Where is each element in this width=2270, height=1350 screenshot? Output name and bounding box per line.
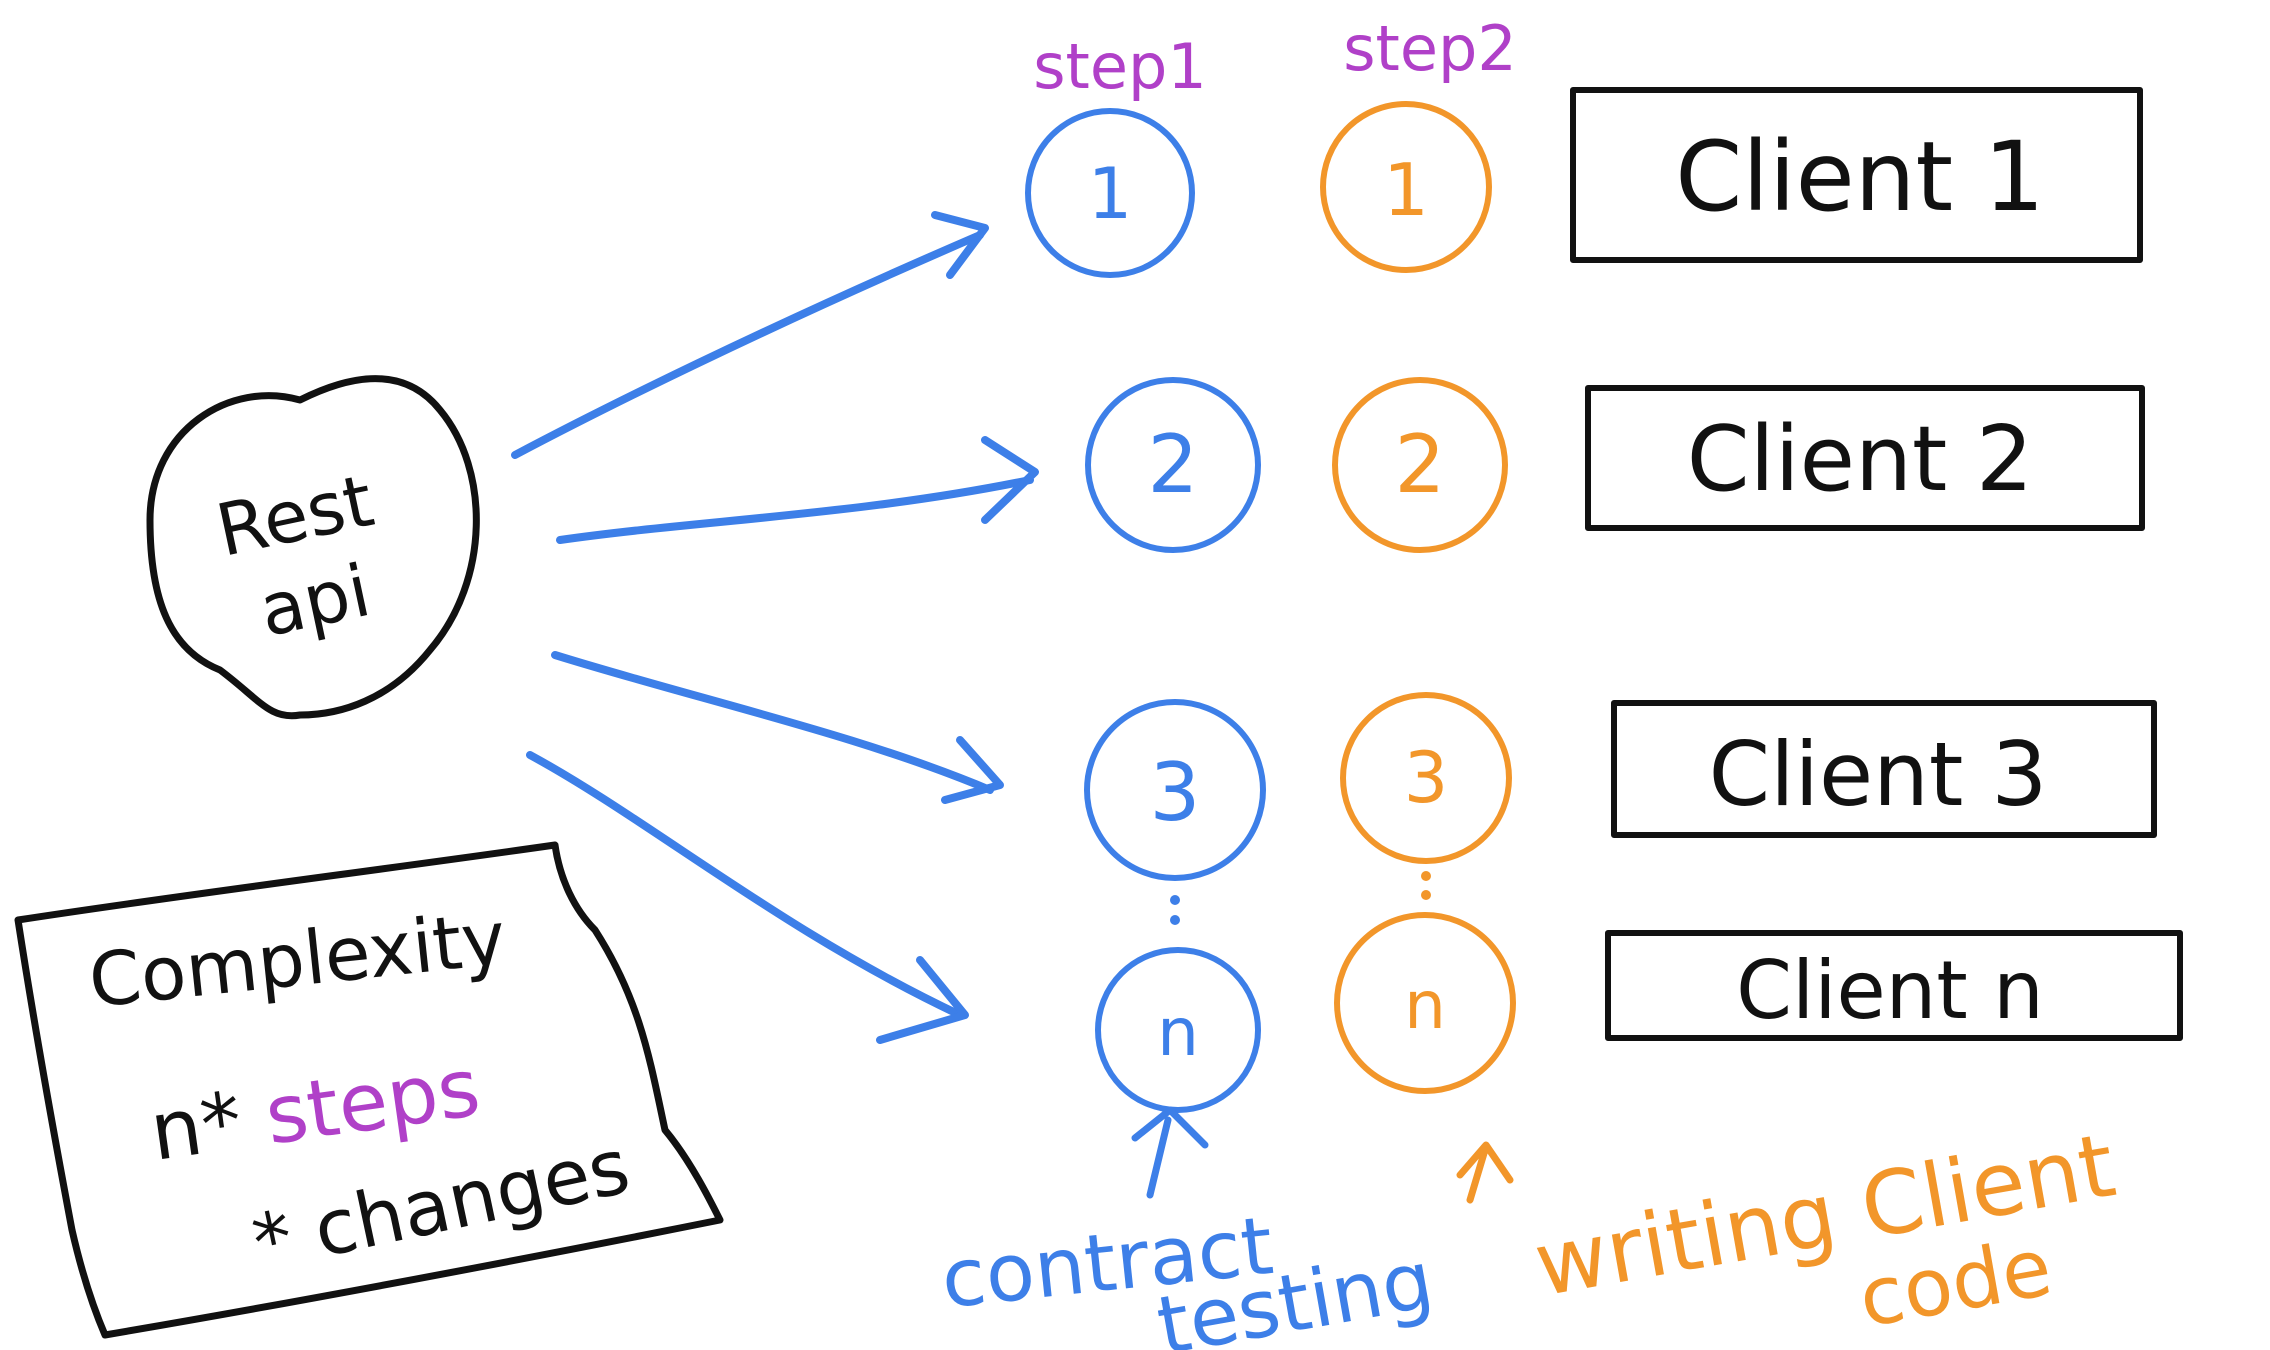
arrow-to-step1-3	[551, 651, 994, 794]
step1-node-3	[1084, 699, 1266, 881]
ellipsis-dot	[1170, 895, 1180, 905]
step2-label: step2	[1343, 12, 1517, 85]
contract-testing-annotation: contract testing	[937, 1106, 1440, 1350]
rest-api-label-line2: api	[252, 548, 377, 653]
step2-column: 1 2 3 n	[1320, 101, 1516, 1094]
step2-node-3-label: 3	[1404, 737, 1449, 819]
ellipsis-dot	[1421, 871, 1431, 881]
complexity-title: Complexity	[85, 896, 510, 1025]
arrowhead-2	[981, 436, 1039, 524]
client-box-n-label: Client n	[1736, 944, 2044, 1037]
step1-node-n-label: n	[1157, 994, 1199, 1071]
arrow-to-step1-n	[526, 751, 964, 1019]
arrow-to-step1-1	[511, 231, 984, 459]
step1-column: 1 2 3 n	[1025, 108, 1266, 1113]
step1-label: step1	[1033, 30, 1207, 103]
step1-node-1	[1025, 108, 1195, 278]
step1-node-1-label: 1	[1088, 153, 1133, 235]
client-box-2	[1585, 385, 2145, 531]
complexity-steps: steps	[260, 1041, 486, 1163]
connection-arrows	[511, 211, 1039, 1044]
step1-node-n	[1095, 947, 1261, 1113]
client-box-1-label: Client 1	[1675, 121, 2045, 233]
arrowhead-3	[941, 736, 1004, 804]
step1-node-2-label: 2	[1148, 418, 1199, 511]
step2-node-1-label: 1	[1383, 148, 1429, 232]
step2-node-n	[1334, 912, 1516, 1094]
ellipsis-dot	[1170, 915, 1180, 925]
step2-node-n-label: n	[1404, 967, 1446, 1044]
step2-node-3	[1340, 692, 1512, 864]
step1-node-3-label: 3	[1150, 746, 1201, 839]
ellipsis-dot	[1421, 890, 1431, 900]
step2-node-1	[1320, 101, 1492, 273]
client-box-2-label: Client 2	[1687, 407, 2033, 512]
step1-node-2	[1085, 377, 1261, 553]
step2-node-2-label: 2	[1395, 418, 1446, 511]
client-box-3	[1611, 700, 2157, 838]
client-box-3-label: Client 3	[1709, 723, 2048, 826]
complexity-n-prefix: n*	[145, 1074, 248, 1179]
client-box-1	[1570, 87, 2143, 263]
complexity-box: Complexity n* steps * changes	[14, 841, 724, 1339]
client-box-n	[1605, 930, 2183, 1041]
arrowhead-1	[931, 211, 989, 279]
complexity-formula: n* steps	[145, 1041, 486, 1179]
contract-testing-arrow	[1131, 1106, 1209, 1199]
arrowhead-n	[876, 956, 969, 1044]
step2-node-2	[1332, 377, 1508, 553]
writing-client-code-annotation: writing Client code	[1456, 1113, 2122, 1345]
arrow-to-step1-2	[556, 476, 1034, 544]
rest-api-node: Rest api	[146, 375, 480, 720]
client-boxes: Client 1 Client 2 Client 3 Client n	[1570, 87, 2183, 1041]
writing-client-code-arrow	[1456, 1141, 1514, 1204]
